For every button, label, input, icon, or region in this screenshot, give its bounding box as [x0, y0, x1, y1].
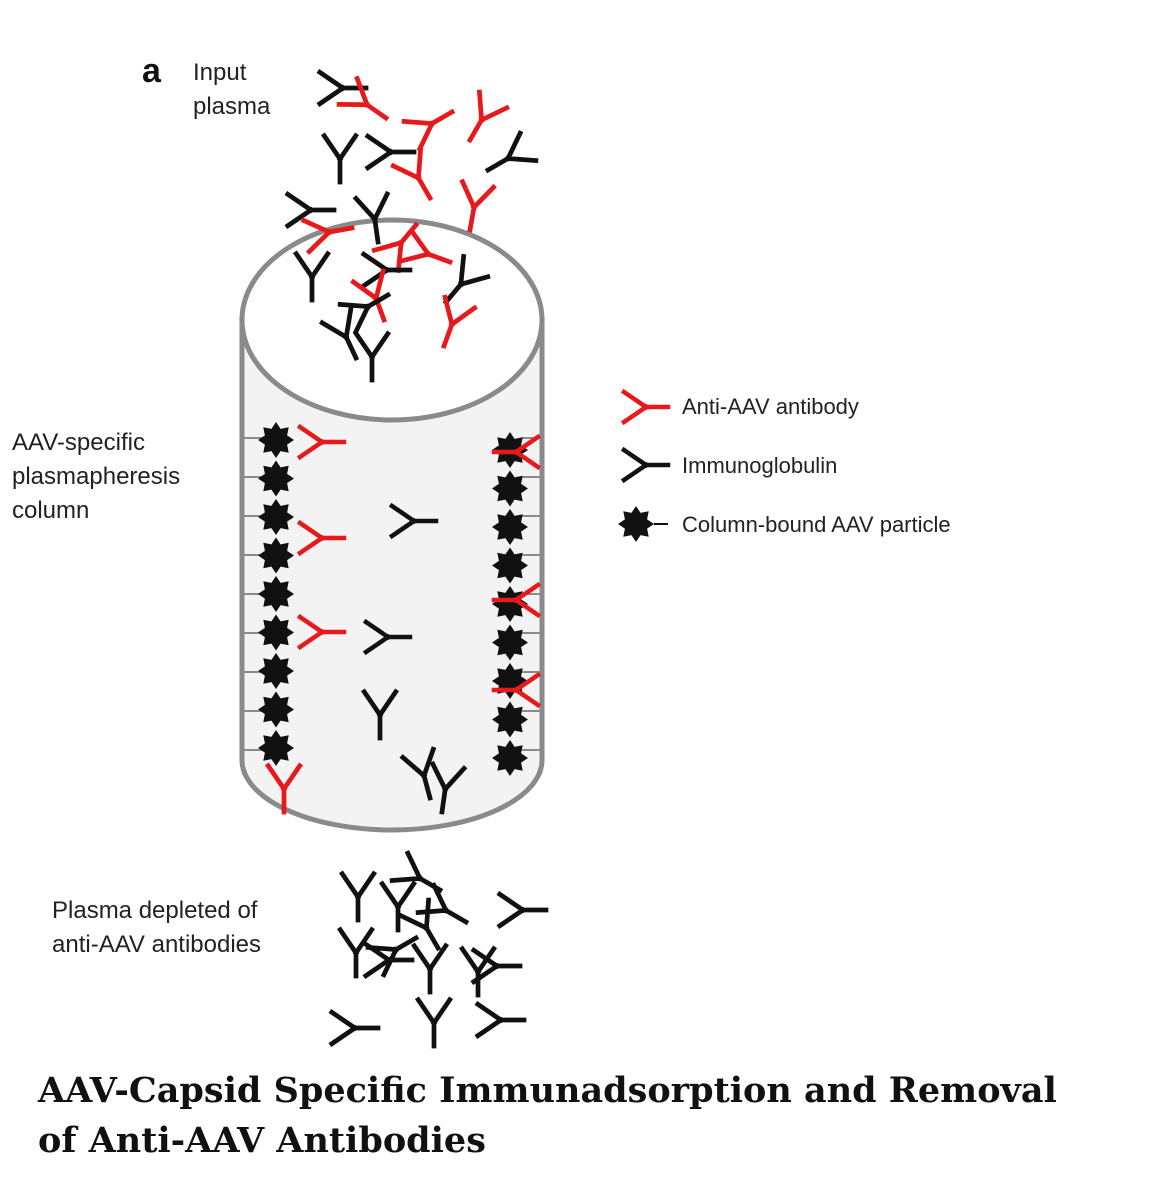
anti-aav-antibody-bound: [491, 433, 542, 471]
column-label-line1: AAV-specific: [12, 429, 145, 456]
aav-particle-right: [492, 470, 528, 507]
input-label-line1: Input: [193, 59, 247, 86]
anti-aav-antibody-bound: [491, 581, 542, 619]
immunoglobulin-free: [360, 688, 400, 741]
legend-anti-aav-icon: [620, 388, 671, 426]
anti-aav-antibody-bound: [491, 671, 542, 709]
panel-letter: a: [142, 52, 161, 90]
legend-anti-aav-label: Anti-AAV antibody: [682, 394, 859, 419]
immunoglobulin-output: [336, 926, 376, 979]
immunoglobulin-input: [442, 253, 491, 306]
column-label-line3: column: [12, 497, 90, 524]
aav-particle-left: [258, 691, 294, 728]
aav-particle-right: [492, 740, 528, 776]
caption-line1: AAV-Capsid Specific Immunadsorption and …: [38, 1070, 1057, 1111]
aav-particle-left: [258, 422, 294, 458]
aav-particle-left: [258, 537, 294, 574]
immunoglobulin-input: [318, 306, 360, 362]
aav-particle-right: [492, 547, 528, 584]
aav-particle-left: [258, 614, 294, 651]
column-tick-marks: [242, 437, 542, 751]
immunoglobulin-input: [352, 330, 392, 383]
immunoglobulin-input: [284, 190, 337, 230]
output-label-line1: Plasma depleted of: [52, 897, 258, 924]
aav-particle-right: [492, 586, 528, 622]
column-label: AAV-specific plasmapheresis column: [12, 426, 180, 528]
anti-aav-antibody-bound: [264, 762, 304, 815]
input-label-line2: plasma: [193, 93, 271, 120]
aav-particle-right: [492, 509, 528, 545]
immunoglobulin-input: [320, 132, 360, 185]
anti-aav-antibody-input: [371, 221, 420, 274]
immunoglobulin-input: [292, 250, 332, 303]
immunoglobulin-output: [338, 870, 378, 923]
column-label-line2: plasmapheresis: [12, 463, 181, 490]
immunoglobulin-free: [362, 618, 413, 656]
anti-aav-antibody-input: [398, 228, 454, 266]
legend-icons: [618, 388, 671, 542]
aav-particle-left: [258, 730, 294, 766]
immunoglobulin-output: [365, 934, 420, 978]
aav-particle-left: [258, 460, 294, 497]
output-label-line2: anti-AAV antibodies: [52, 931, 262, 958]
immunoglobulin-output: [474, 1000, 527, 1040]
immunoglobulin-free: [429, 760, 468, 815]
immunoglobulin-output: [415, 882, 470, 926]
immunoglobulin-output: [496, 890, 549, 930]
immunoglobulin-output: [328, 1008, 381, 1048]
anti-aav-antibody-input: [401, 108, 456, 152]
anti-aav-antibody-bound: [296, 613, 347, 651]
antibody-group: [264, 68, 549, 1049]
immunoglobulin-output: [410, 942, 450, 995]
aav-particle-left: [258, 499, 294, 535]
legend-aav-particle-label: Column-bound AAV particle: [682, 512, 951, 537]
aav-particle-right: [492, 624, 528, 661]
anti-aav-antibody-bound: [296, 519, 347, 557]
anti-aav-antibody-input: [459, 178, 497, 233]
immunoglobulin-input: [337, 291, 392, 335]
input-plasma-label: Input plasma: [193, 56, 270, 124]
anti-aav-antibody-input: [440, 294, 478, 350]
anti-aav-antibody-input: [300, 217, 355, 255]
legend-immunoglobulin-label: Immunoglobulin: [682, 453, 838, 478]
legend-aav-particle-icon: [618, 506, 654, 542]
immunoglobulin-free: [399, 746, 437, 801]
anti-aav-antibody-input: [390, 147, 434, 202]
immunoglobulin-input: [364, 132, 417, 172]
immunoglobulin-output: [378, 880, 418, 933]
anti-aav-antibody-bound: [296, 423, 347, 461]
immunoglobulin-output: [414, 996, 454, 1049]
legend-immunoglobulin-icon: [620, 446, 671, 484]
anti-aav-antibody-input: [466, 89, 510, 144]
immunoglobulin-output: [470, 946, 523, 986]
caption-line2: of Anti-AAV Antibodies: [38, 1120, 486, 1161]
output-plasma-label: Plasma depleted of anti-AAV antibodies: [52, 894, 261, 962]
immunoglobulin-free: [388, 502, 439, 540]
figure-caption: AAV-Capsid Specific Immunadsorption and …: [38, 1066, 1148, 1166]
aav-particle-left: [258, 576, 294, 612]
immunoglobulin-output: [398, 897, 442, 952]
anti-aav-antibody-input: [336, 75, 390, 122]
immunoglobulin-input: [352, 190, 391, 245]
aav-particle-left: [258, 653, 294, 689]
aav-particle-right: [492, 701, 528, 738]
immunoglobulin-input: [484, 130, 539, 174]
